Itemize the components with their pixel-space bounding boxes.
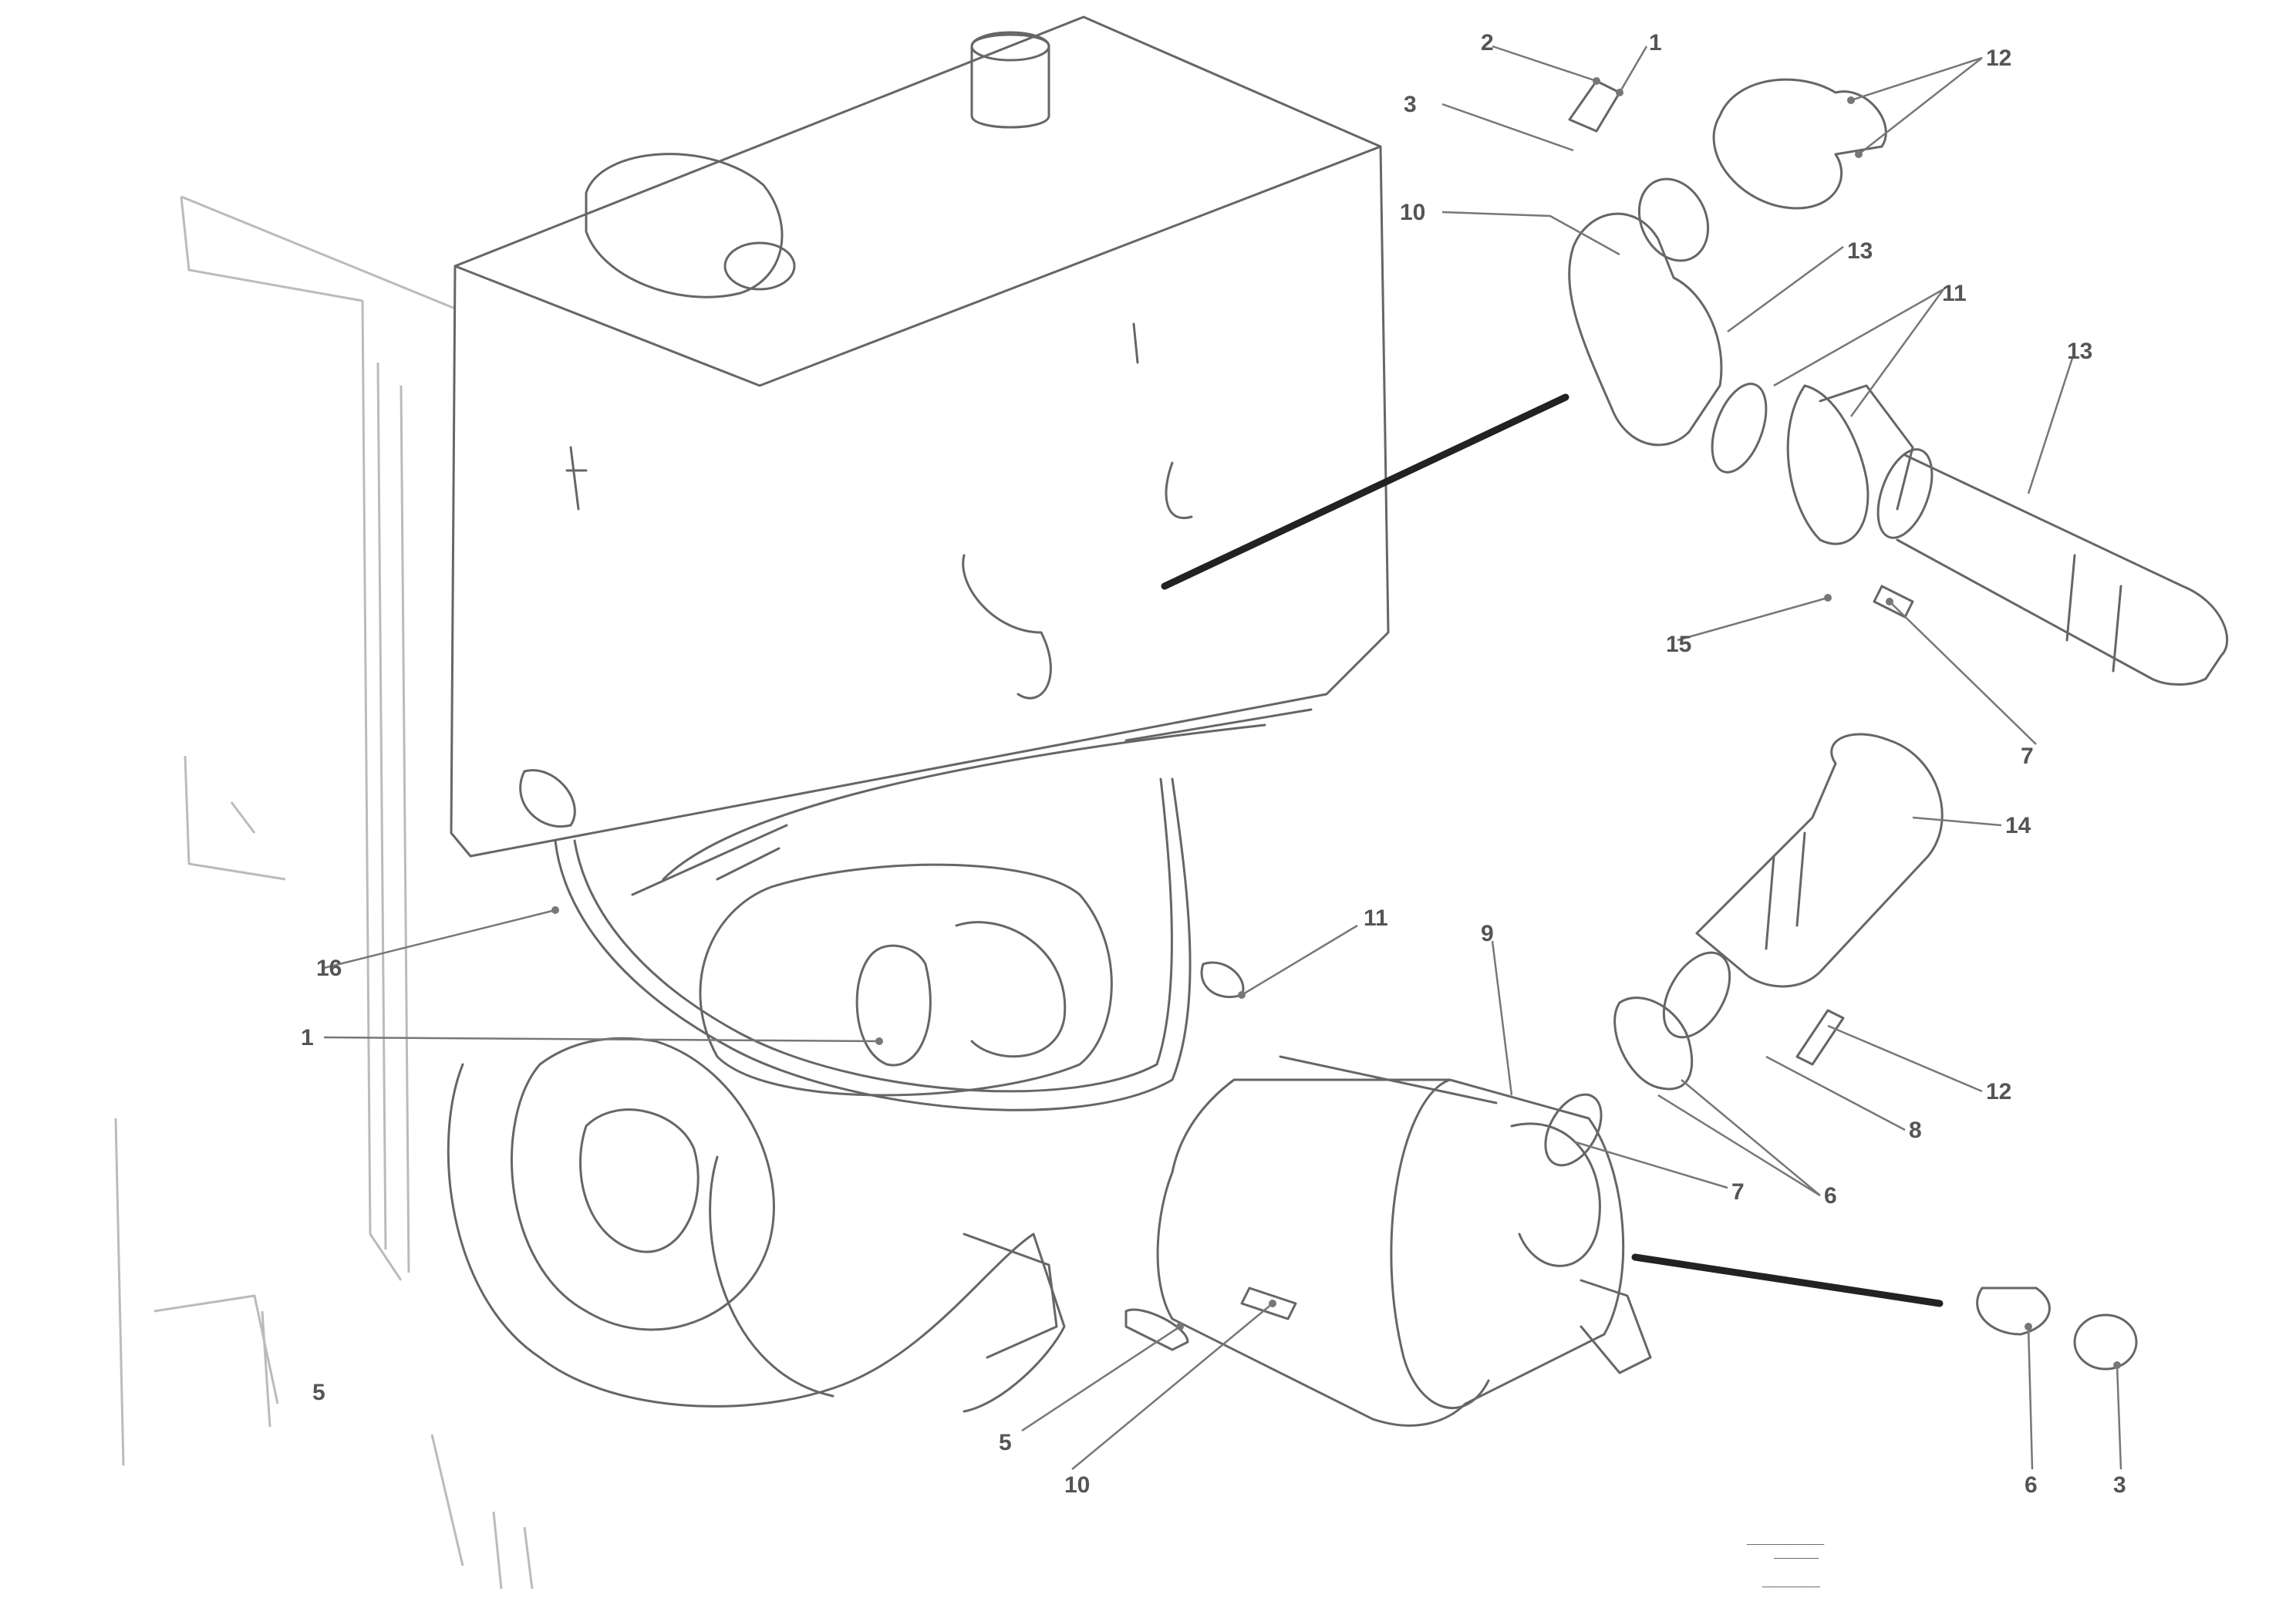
callout-8: 13 (2067, 339, 2092, 364)
callout-7: 11 (1942, 281, 1967, 306)
arrow-motor-to-flange (1631, 1253, 1944, 1307)
callout-14: 11 (1364, 905, 1388, 931)
arrow-tank-to-fitting (1161, 393, 1569, 590)
callout-17: 8 (1909, 1118, 1922, 1143)
callout-11: 14 (2005, 813, 2031, 838)
callout-19: 6 (1824, 1183, 1837, 1209)
callout-6: 13 (1847, 238, 1873, 264)
stamp-line-2: _______ (1773, 1546, 1819, 1560)
callout-21: 10 (1064, 1472, 1090, 1498)
callout-1: 2 (1481, 30, 1494, 56)
callout-2: 1 (1649, 30, 1662, 56)
leader-lines (323, 45, 2122, 1470)
callout-24: 5 (312, 1380, 325, 1405)
callout-20: 5 (999, 1430, 1012, 1455)
stamp-line-1: ____________ (1746, 1533, 1825, 1546)
callout-9: 15 (1666, 632, 1691, 657)
callout-23: 3 (2113, 1472, 2126, 1498)
callout-5: 12 (1986, 46, 2011, 71)
filter-housing (631, 824, 1113, 1097)
callout-10: 7 (2021, 744, 2034, 769)
callout-12: 16 (316, 956, 342, 981)
stamp-line-3: _________ (1762, 1575, 1821, 1588)
hydraulic-hoses (519, 708, 1313, 1111)
callout-3: 3 (1404, 92, 1417, 117)
suction-fittings-top (1568, 78, 2229, 686)
callout-16: 12 (1986, 1079, 2011, 1104)
drawing-reference-stamp: ____________ _______ _________ (1746, 1533, 1825, 1588)
machine-frame (114, 195, 534, 1590)
callout-22: 6 (2025, 1472, 2038, 1498)
callout-4: 10 (1400, 200, 1425, 225)
gear-pump-left (447, 1037, 1189, 1413)
callout-13: 1 (301, 1025, 314, 1050)
pressure-pipe-right (1200, 733, 2138, 1371)
connection-arrows (1161, 393, 1944, 1307)
callout-18: 7 (1731, 1179, 1745, 1205)
callout-labels: 2 1 3 10 12 13 11 13 15 7 14 16 1 11 9 1… (301, 30, 2126, 1498)
pump-motor-right (1156, 1055, 1652, 1427)
callout-15: 9 (1481, 921, 1494, 946)
hydraulic-tank (450, 15, 1390, 858)
